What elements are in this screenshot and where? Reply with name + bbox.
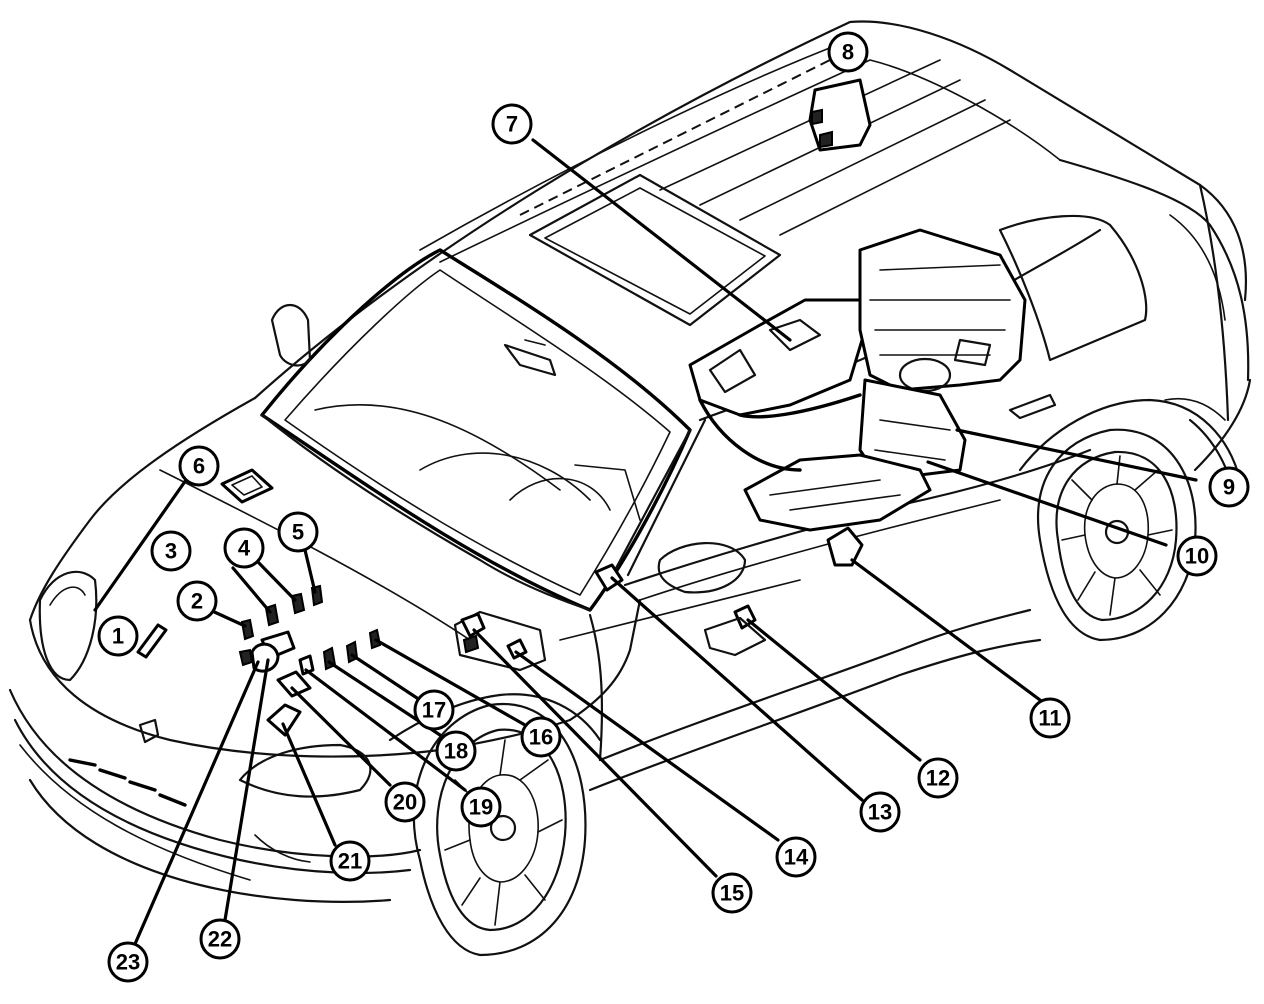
callout-15: 15 — [711, 872, 753, 914]
svg-text:21: 21 — [338, 849, 362, 874]
callout-8: 8 — [827, 31, 869, 73]
svg-text:10: 10 — [1185, 544, 1209, 569]
svg-text:9: 9 — [1223, 475, 1235, 500]
component-19 — [298, 654, 315, 676]
callout-21: 21 — [329, 840, 371, 882]
callout-16: 16 — [520, 716, 562, 758]
front-wheel — [388, 693, 602, 957]
callout-1: 1 — [97, 615, 139, 657]
svg-text:6: 6 — [193, 454, 205, 479]
component-11 — [826, 526, 864, 567]
callout-13: 13 — [859, 791, 901, 833]
component-1 — [136, 623, 168, 659]
callout-22: 22 — [199, 918, 241, 960]
svg-text:15: 15 — [720, 881, 744, 906]
rear-wheel — [1018, 398, 1242, 642]
callout-19: 19 — [460, 786, 502, 828]
svg-text:7: 7 — [506, 112, 518, 137]
callout-3: 3 — [150, 530, 192, 572]
svg-text:11: 11 — [1038, 706, 1061, 731]
callout-18: 18 — [435, 730, 477, 772]
svg-text:17: 17 — [422, 698, 446, 723]
svg-text:14: 14 — [784, 845, 809, 870]
svg-text:23: 23 — [116, 950, 140, 975]
callout-5: 5 — [277, 511, 319, 553]
callout-6: 6 — [178, 445, 220, 487]
component-15 — [460, 612, 486, 638]
component-8 — [808, 78, 872, 152]
svg-text:3: 3 — [165, 539, 177, 564]
svg-text:18: 18 — [444, 739, 468, 764]
component-13 — [594, 563, 624, 592]
svg-text:13: 13 — [868, 800, 892, 825]
component-6 — [220, 468, 274, 504]
callout-20: 20 — [384, 781, 426, 823]
vehicle-body — [8, 20, 1252, 957]
svg-text:12: 12 — [926, 766, 950, 791]
callout-9: 9 — [1208, 466, 1250, 508]
component-2 — [240, 618, 255, 641]
svg-text:4: 4 — [238, 536, 251, 561]
callouts: 1 2 3 4 5 6 7 8 9 10 11 12 13 14 15 16 1… — [97, 31, 1250, 983]
component-14 — [506, 638, 528, 660]
callout-23: 23 — [107, 941, 149, 983]
callout-10: 10 — [1176, 535, 1218, 577]
callout-4: 4 — [223, 527, 265, 569]
svg-text:22: 22 — [208, 927, 232, 952]
callout-12: 12 — [917, 757, 959, 799]
callout-17: 17 — [413, 689, 455, 731]
components — [136, 78, 1027, 737]
leader-lines — [93, 138, 1198, 946]
svg-text:20: 20 — [393, 790, 417, 815]
callout-2: 2 — [176, 580, 218, 622]
seat-wiring-assembly — [688, 228, 1027, 567]
component-20 — [276, 670, 312, 698]
svg-text:16: 16 — [529, 725, 553, 750]
callout-14: 14 — [775, 836, 817, 878]
callout-7: 7 — [491, 103, 533, 145]
component-21 — [266, 703, 302, 737]
svg-text:1: 1 — [112, 624, 124, 649]
svg-text:2: 2 — [191, 589, 203, 614]
svg-text:19: 19 — [469, 795, 493, 820]
callout-11: 11 — [1029, 697, 1071, 739]
svg-text:5: 5 — [292, 520, 304, 545]
svg-text:8: 8 — [842, 40, 854, 65]
